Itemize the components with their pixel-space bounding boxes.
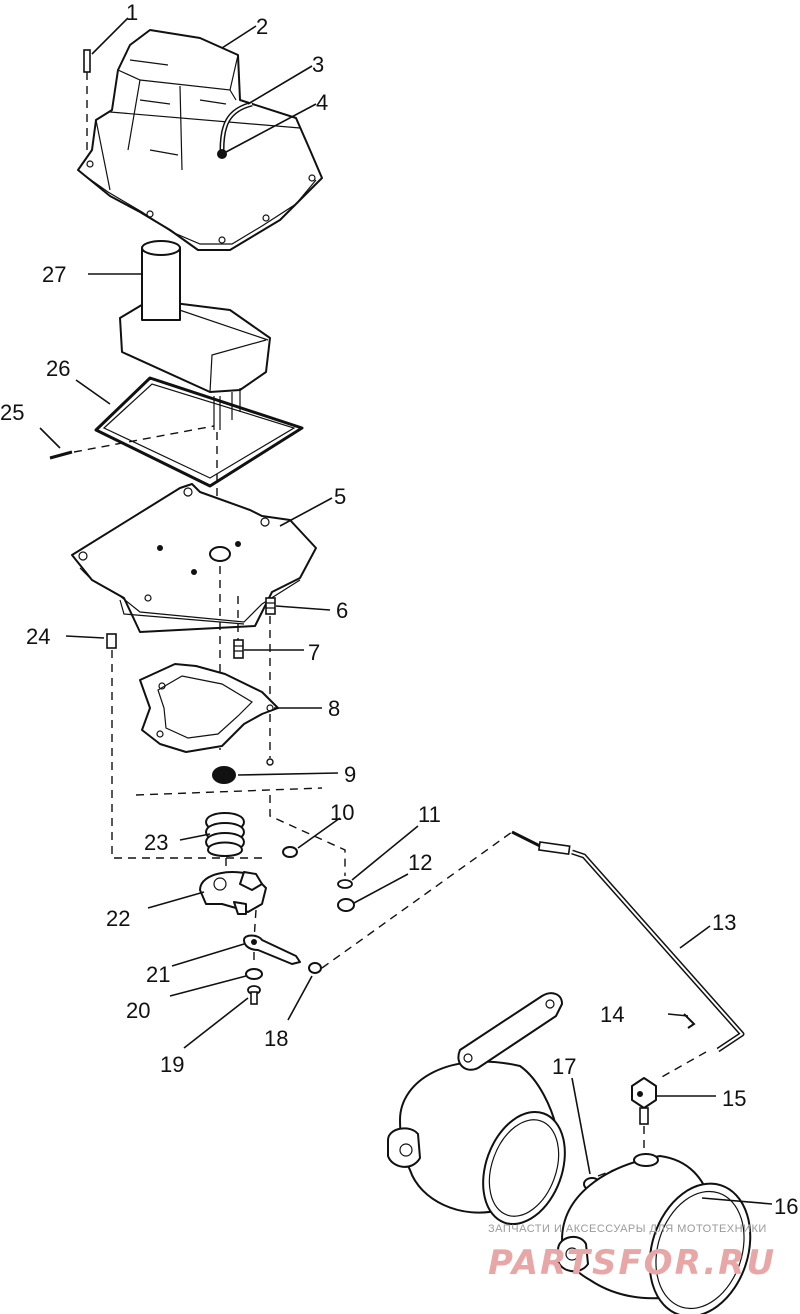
- callout-14: 14: [600, 1002, 624, 1027]
- callout-18: 18: [264, 1026, 288, 1051]
- part-1-screw: [83, 49, 91, 150]
- callout-25: 25: [0, 400, 24, 425]
- part-8-gasket: [139, 663, 279, 753]
- callout-17: 17: [552, 1054, 576, 1079]
- callout-13: 13: [712, 910, 736, 935]
- part-22-cam: [199, 871, 267, 915]
- part-26-gasket: [94, 376, 304, 488]
- callout-6: 6: [336, 598, 348, 623]
- callout-19: 19: [160, 1052, 184, 1077]
- part-4-fitting: [217, 149, 227, 159]
- part-6-stud: [265, 597, 276, 758]
- part-5-base-plate: [71, 483, 317, 633]
- part-27-actuator: [119, 240, 271, 430]
- callout-10: 10: [330, 800, 354, 825]
- callout-8: 8: [328, 696, 340, 721]
- part-7-screw: [233, 596, 244, 659]
- leader-lines: [39, 17, 773, 1205]
- part-21-lever: [243, 934, 301, 965]
- callout-15: 15: [722, 1086, 746, 1111]
- part-23-spring: [205, 812, 245, 872]
- part-2-top-cover: [77, 29, 323, 251]
- part-13-rod: [321, 830, 745, 1079]
- throttle-body-upper: [387, 992, 566, 1226]
- part-15-swivel: [631, 1077, 657, 1125]
- part-10-washer: [282, 846, 298, 858]
- part-16-throttle-body: [557, 1153, 752, 1314]
- callout-11: 11: [418, 802, 441, 827]
- callouts: 1 2 3 4 5 6 7 8 9 10 11 12 13 14 15 16 1…: [0, 0, 798, 1219]
- callout-4: 4: [316, 90, 328, 115]
- part-20-washer: [245, 968, 263, 980]
- part-11-washer: [337, 879, 353, 889]
- part-19-screw: [247, 985, 261, 1005]
- callout-27: 27: [42, 262, 66, 287]
- callout-1: 1: [126, 0, 138, 25]
- callout-3: 3: [312, 52, 324, 77]
- part-3-tube: [219, 101, 253, 151]
- callout-21: 21: [146, 962, 170, 987]
- callout-26: 26: [46, 356, 70, 381]
- callout-20: 20: [126, 998, 150, 1023]
- part-9-diaphragm: [212, 766, 236, 784]
- part-25-pin: [49, 425, 215, 460]
- watermark-caption: ЗАПЧАСТИ И АКСЕССУАРЫ ДЛЯ МОТОТЕХНИКИ: [488, 1223, 767, 1235]
- callout-2: 2: [256, 14, 268, 39]
- part-24-screw: [106, 633, 268, 859]
- watermark: ЗАПЧАСТИ И АКСЕССУАРЫ ДЛЯ МОТОТЕХНИКИ PA…: [488, 1223, 776, 1283]
- callout-22: 22: [106, 906, 130, 931]
- part-12-nut: [337, 898, 355, 912]
- callout-9: 9: [344, 762, 356, 787]
- callout-24: 24: [26, 624, 50, 649]
- callout-7: 7: [308, 640, 320, 665]
- watermark-brand: PARTSFOR.RU: [488, 1243, 776, 1283]
- callout-23: 23: [144, 830, 168, 855]
- callout-5: 5: [334, 484, 346, 509]
- callout-12: 12: [408, 850, 432, 875]
- part-14-clip: [683, 1013, 696, 1029]
- callout-16: 16: [774, 1194, 798, 1219]
- part-18-clip: [308, 962, 322, 974]
